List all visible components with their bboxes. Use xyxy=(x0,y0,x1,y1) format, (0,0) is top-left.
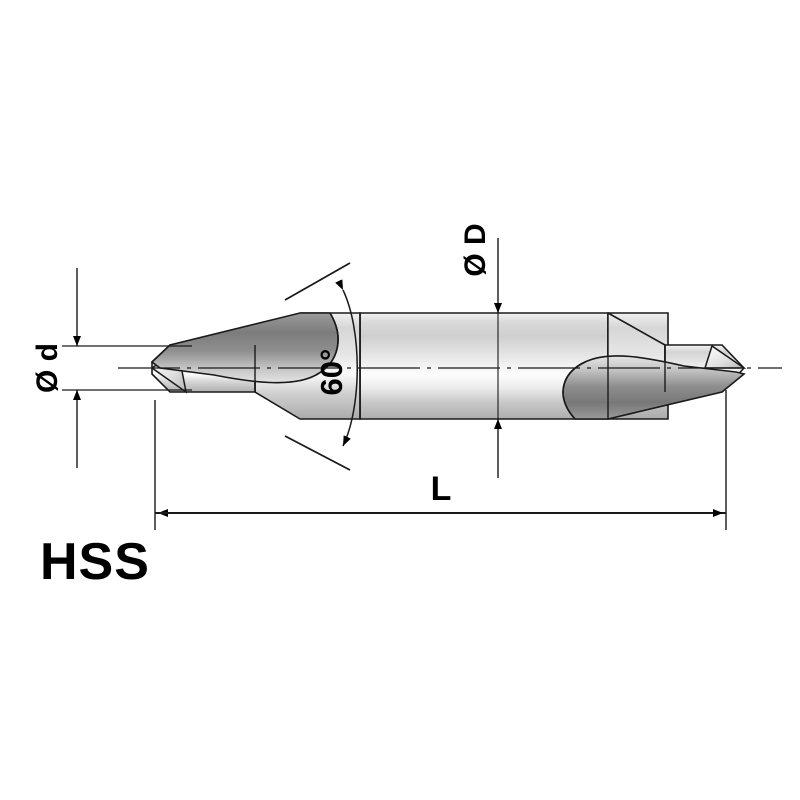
angle-label: 60° xyxy=(314,349,349,396)
small-diameter-label: Ø d xyxy=(31,343,64,393)
angle-leader-lower xyxy=(284,435,351,471)
small-diameter-dimension-group: Ø d xyxy=(31,268,192,468)
right-flute-body-arc xyxy=(562,361,586,420)
point-angle-dimension-group: 60° xyxy=(284,262,358,471)
angle-leader-upper xyxy=(284,262,351,301)
large-diameter-label: Ø D xyxy=(459,223,492,276)
large-diameter-dimension-group: Ø D xyxy=(459,223,502,478)
angle-arc xyxy=(335,279,358,447)
overall-length-label: L xyxy=(431,470,452,508)
overall-length-dimension-group: L xyxy=(154,390,727,530)
center-drill-geometry xyxy=(150,312,747,420)
material-label: HSS xyxy=(40,533,150,591)
